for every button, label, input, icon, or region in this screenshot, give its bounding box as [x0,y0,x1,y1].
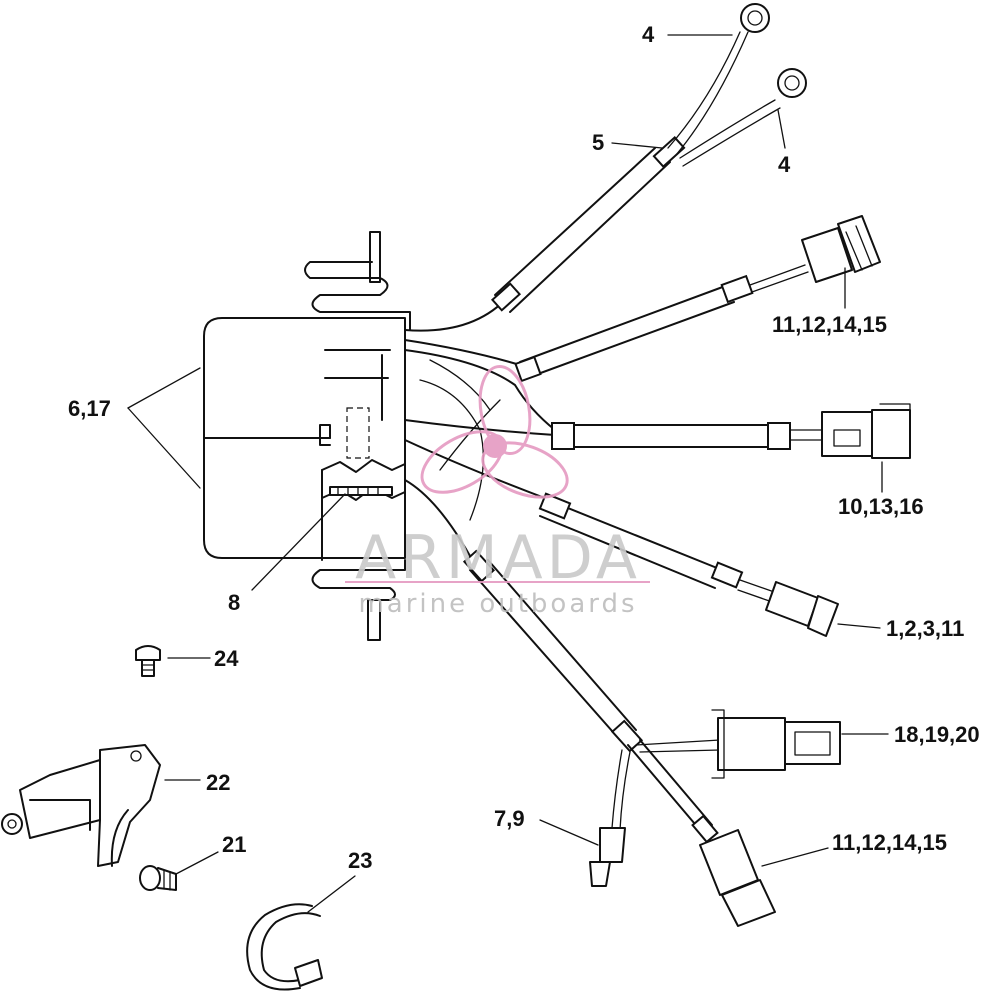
cable-strap-23-icon [246,903,323,991]
bottom-mount-bracket [311,559,406,641]
callout-4-right: 4 [778,152,791,177]
module-assembly [203,317,406,561]
callout-1-2-3-11: 1,2,3,11 [886,616,964,641]
callout-23: 23 [348,848,372,873]
connector-branch-top [514,215,881,383]
callout-22: 22 [206,770,230,795]
callout-24: 24 [214,646,239,671]
callout-11-12-14-15-top: 11,12,14,15 [772,312,887,337]
screw-21-icon [139,865,177,891]
callout-4-top: 4 [642,22,655,47]
top-mount-bracket [304,231,411,331]
ring-terminal-branch [490,3,807,313]
connector-branch-long [462,549,841,927]
connector-branch-middle [551,403,911,459]
callout-10-13-16: 10,13,16 [838,494,924,519]
callout-8: 8 [228,590,240,615]
watermark-tagline: marine outboards [358,589,637,619]
propeller-logo-icon [420,364,569,499]
callout-6-17: 6,17 [68,396,111,421]
clamp-bracket-22-icon [1,744,161,867]
callout-21: 21 [222,832,246,857]
callout-18-19-20: 18,19,20 [894,722,980,747]
callout-labels: 4 5 4 11,12,14,15 6,17 10,13,16 8 1,2,3,… [68,22,980,873]
callout-5: 5 [592,130,604,155]
screw-24-icon [135,645,161,677]
connector-branch-lower [538,492,839,637]
callout-7-9: 7,9 [494,806,525,831]
leader-lines [127,34,889,913]
harness-wires [404,299,556,566]
callout-11-12-14-15-bottom: 11,12,14,15 [832,830,947,855]
watermark: ARMADA marine outboards [345,364,650,619]
